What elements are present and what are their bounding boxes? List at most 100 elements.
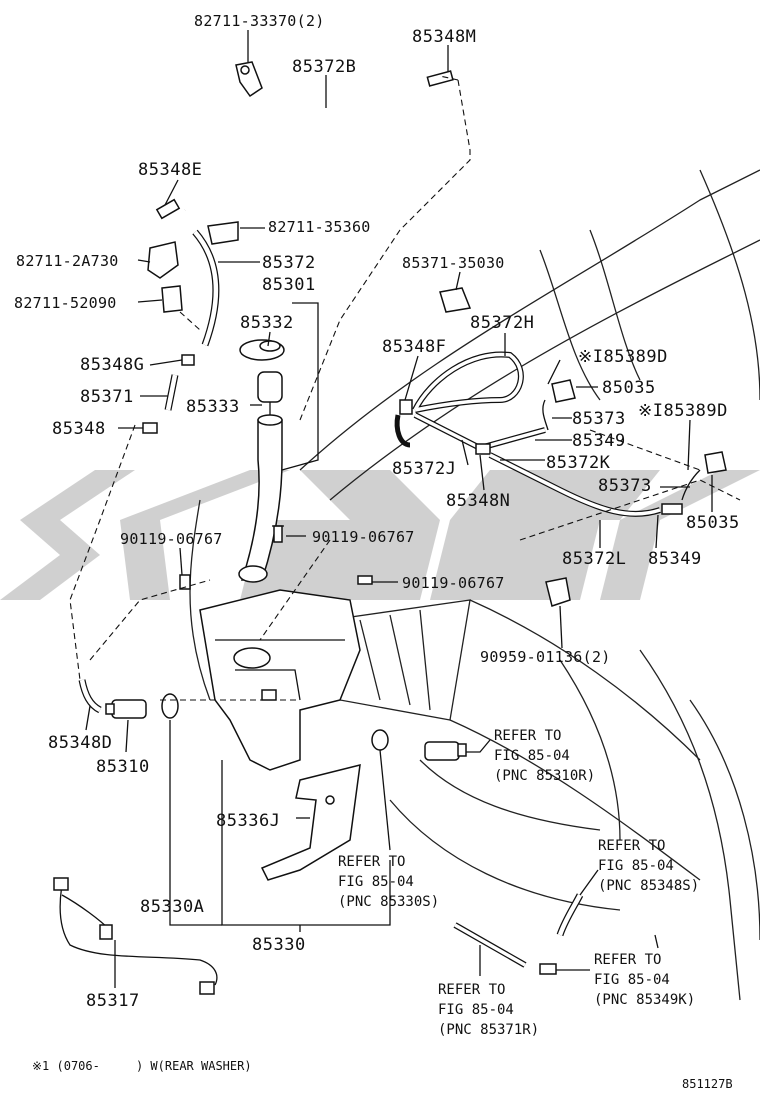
label-85373-b: 85373 <box>598 476 652 496</box>
label-90959: 90959-01136(2) <box>480 648 611 666</box>
connector-85348N <box>475 443 491 455</box>
svg-text:REFER TO: REFER TO <box>598 838 665 854</box>
svg-text:FIG 85-04: FIG 85-04 <box>594 972 670 988</box>
label-85333: 85333 <box>186 397 240 417</box>
label-82711-33370: 82711-33370(2) <box>194 12 325 30</box>
filler-neck <box>238 414 283 583</box>
svg-text:REFER TO: REFER TO <box>438 982 505 998</box>
label-82711-2A730: 82711-2A730 <box>16 252 119 270</box>
label-85389D-a: ※I85389D <box>578 347 668 367</box>
cap-85332 <box>239 339 285 361</box>
nozzle-85035-b <box>681 451 727 501</box>
label-85348F: 85348F <box>382 337 446 357</box>
label-85348N: 85348N <box>446 491 510 511</box>
label-85332: 85332 <box>240 313 294 333</box>
label-85336J: 85336J <box>216 811 280 831</box>
label-85348G: 85348G <box>80 355 144 375</box>
label-85310: 85310 <box>96 757 150 777</box>
hose-85372 <box>192 229 220 347</box>
connector-85348F <box>394 399 413 448</box>
svg-text:FIG 85-04: FIG 85-04 <box>494 748 570 764</box>
label-82711-35360: 82711-35360 <box>268 218 371 236</box>
label-85371-35030: 85371-35030 <box>402 254 505 272</box>
label-85349-a: 85349 <box>572 431 626 451</box>
svg-text:(PNC 85310R): (PNC 85310R) <box>494 768 595 784</box>
svg-text:FIG 85-04: FIG 85-04 <box>338 874 414 890</box>
bolt-90119-b <box>179 574 191 590</box>
label-85372H: 85372H <box>470 313 534 333</box>
svg-text:(PNC 85349K): (PNC 85349K) <box>594 992 695 1008</box>
clip-90959 <box>545 577 571 607</box>
connector-ref-85349K <box>539 963 557 975</box>
label-85330: 85330 <box>252 935 306 955</box>
label-85372J: 85372J <box>392 459 456 479</box>
label-85372: 85372 <box>262 253 316 273</box>
label-85348M: 85348M <box>412 27 476 47</box>
label-85035-a: 85035 <box>602 378 656 398</box>
svg-text:FIG 85-04: FIG 85-04 <box>438 1002 514 1018</box>
leader-lines <box>85 30 713 988</box>
hose-85372H <box>412 351 524 413</box>
figure-code: 851127B <box>682 1077 733 1091</box>
clip-82711-35360 <box>207 221 239 245</box>
label-85348: 85348 <box>52 419 106 439</box>
footnote: ※1 (0706- ) W(REAR WASHER) <box>32 1059 252 1073</box>
label-85330A: 85330A <box>140 897 204 917</box>
bolt-90119-c <box>357 575 373 585</box>
bracket-85336J <box>260 764 361 881</box>
svg-text:REFER TO: REFER TO <box>338 854 405 870</box>
hose-85372K <box>413 412 546 451</box>
label-85348E: 85348E <box>138 160 202 180</box>
clip-85371-35030 <box>439 287 472 313</box>
label-85348D: 85348D <box>48 733 112 753</box>
connector-85348E <box>155 198 181 220</box>
grommet <box>371 729 389 751</box>
svg-text:REFER TO: REFER TO <box>494 728 561 744</box>
label-90119-c: 90119-06767 <box>402 574 505 592</box>
bolt-90119-a <box>272 525 284 543</box>
dashed-lines <box>69 75 741 701</box>
connector-85349-b <box>661 503 683 515</box>
strainer-85333 <box>257 371 283 422</box>
harness-85317 <box>53 877 218 995</box>
vehicle-body-outline <box>189 169 760 1001</box>
label-82711-52090: 82711-52090 <box>14 294 117 312</box>
clip-82711-2A730 <box>147 241 179 279</box>
hose-85372B <box>183 77 431 212</box>
label-85349-b: 85349 <box>648 549 702 569</box>
svg-text:FIG 85-04: FIG 85-04 <box>598 858 674 874</box>
pump-ref-85310R <box>424 741 467 761</box>
label-85389D-b: ※I85389D <box>638 401 728 421</box>
reference-note-85348S: REFER TO FIG 85-04 (PNC 85348S) <box>598 838 699 894</box>
label-90119-a: 90119-06767 <box>120 530 223 548</box>
connector-85348M <box>426 70 454 87</box>
label-85035-b: 85035 <box>686 513 740 533</box>
reference-note-85371R: REFER TO FIG 85-04 (PNC 85371R) <box>438 982 539 1038</box>
clip-82711-33370 <box>235 61 263 98</box>
label-85373-a: 85373 <box>572 409 626 429</box>
hose-ref-85371R <box>453 922 527 968</box>
hose-85348D <box>78 679 102 714</box>
washer-tank-85330 <box>199 589 361 771</box>
part-labels: 82711-33370(2) 85348M 85372B 85348E 8271… <box>14 12 740 1011</box>
reference-note-85330S: REFER TO FIG 85-04 (PNC 85330S) <box>338 854 439 910</box>
label-85301: 85301 <box>262 275 316 295</box>
reference-note-85310R: REFER TO FIG 85-04 (PNC 85310R) <box>494 728 595 784</box>
svg-text:(PNC 85371R): (PNC 85371R) <box>438 1022 539 1038</box>
svg-text:(PNC 85330S): (PNC 85330S) <box>338 894 439 910</box>
nozzle-85035-a <box>542 379 576 431</box>
hose-ref-85348S <box>556 893 584 937</box>
label-85371: 85371 <box>80 387 134 407</box>
svg-text:REFER TO: REFER TO <box>594 952 661 968</box>
clip-82711-52090 <box>161 285 183 313</box>
reference-note-85349K: REFER TO FIG 85-04 (PNC 85349K) <box>594 952 695 1008</box>
label-90119-b: 90119-06767 <box>312 528 415 546</box>
label-85372L: 85372L <box>562 549 626 569</box>
label-85372K: 85372K <box>546 453 611 473</box>
label-85372B: 85372B <box>292 57 356 77</box>
pump-85310 <box>105 693 179 719</box>
hose-small-85371 <box>142 354 195 434</box>
svg-text:(PNC 85348S): (PNC 85348S) <box>598 878 699 894</box>
label-85317: 85317 <box>86 991 140 1011</box>
